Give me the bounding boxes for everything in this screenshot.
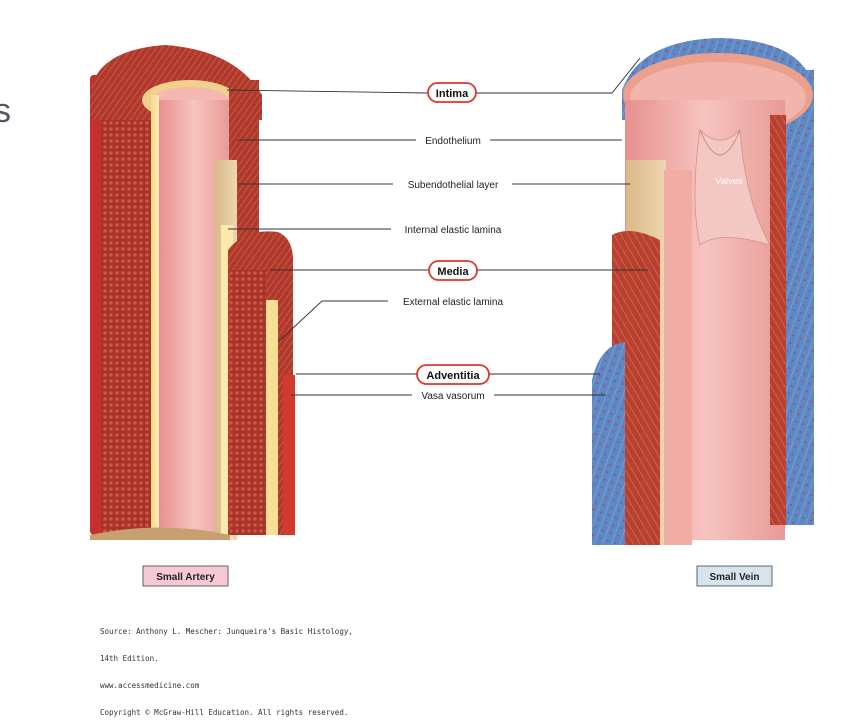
page-edge-letter: s: [0, 92, 11, 130]
source-line-3: www.accessmedicine.com: [100, 681, 200, 690]
labels-layer: Intima Endothelium Subendothelial layer …: [142, 57, 773, 587]
small-vein-box: [696, 565, 773, 587]
label-media: Media: [437, 266, 469, 278]
small-artery-box: [142, 565, 229, 587]
media-highlight-ring: [428, 260, 478, 281]
label-vasa-vasorum: Vasa vasorum: [421, 391, 484, 402]
label-small-vein: Small Vein: [709, 572, 759, 583]
label-external-elastic-lamina: External elastic lamina: [403, 297, 503, 308]
source-line-2: 14th Edition.: [100, 654, 159, 663]
source-line-1: Source: Anthony L. Mescher: Junqueira's …: [100, 627, 353, 636]
small-artery-illustration: [90, 45, 295, 540]
label-endothelium: Endothelium: [425, 136, 481, 147]
source-credit: Source: Anthony L. Mescher: Junqueira's …: [100, 609, 353, 726]
label-intima: Intima: [436, 88, 469, 100]
source-line-4: Copyright © McGraw-Hill Education. All r…: [100, 708, 349, 717]
label-small-artery: Small Artery: [156, 572, 215, 583]
leader-external-elastic: [277, 300, 388, 343]
label-subendothelial-layer: Subendothelial layer: [408, 180, 499, 191]
leader-intima-left: [226, 89, 429, 94]
label-valves: Valves: [715, 176, 743, 187]
intima-highlight-ring: [427, 82, 477, 103]
label-internal-elastic-lamina: Internal elastic lamina: [405, 225, 502, 236]
label-adventitia: Adventitia: [426, 370, 480, 382]
small-vein-illustration: [592, 38, 814, 545]
adventitia-highlight-ring: [416, 364, 490, 385]
vessel-wall-diagram: Intima Endothelium Subendothelial layer …: [90, 38, 814, 587]
leader-intima-right: [476, 57, 641, 94]
